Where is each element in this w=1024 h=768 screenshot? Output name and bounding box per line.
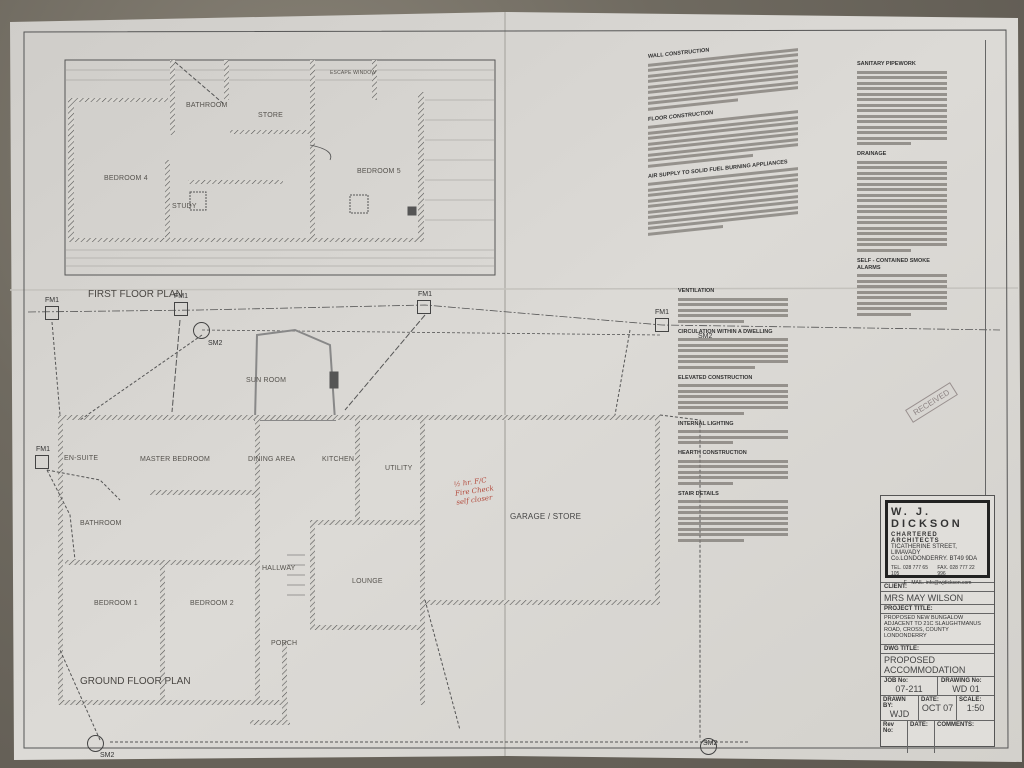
notes-heading: ELEVATED CONSTRUCTION (678, 374, 753, 381)
room-label: DINING AREA (248, 456, 296, 463)
room-label: BATHROOM (80, 520, 122, 527)
sm2-label: SM2 (698, 333, 713, 340)
room-label: EN-SUITE (64, 455, 99, 462)
firm-address: TICATHERINE STREET, (891, 544, 957, 550)
sm2-label: SM2 (703, 740, 718, 747)
date-label: DATE: (921, 697, 939, 703)
fm1-marker (417, 300, 431, 314)
sm2-marker (700, 738, 717, 755)
room-label: HALLWAY (262, 565, 296, 572)
sm2-marker (193, 322, 210, 339)
drawing-value: WD 01 (952, 684, 980, 694)
fm1-label: FM1 (174, 293, 188, 300)
firm-box: W. J. DICKSON CHARTERED ARCHITECTS TICAT… (885, 500, 990, 586)
drawing-label: DRAWING No: (941, 678, 982, 684)
title-block: W. J. DICKSON CHARTERED ARCHITECTS TICAT… (880, 495, 995, 753)
firm-address: Co.LONDONDERRY. BT49 9DA (891, 556, 978, 562)
client-label: CLIENT: (881, 582, 994, 591)
room-label: UTILITY (385, 465, 413, 472)
fm1-marker (45, 306, 59, 320)
project-label: PROJECT TITLE: (881, 604, 994, 613)
room-label: PORCH (271, 640, 298, 647)
notes-heading: VENTILATION (678, 288, 715, 294)
fm1-marker (35, 455, 49, 469)
construction-notes: SANITARY PIPEWORK DRAINAGE SELF - CONTAI… (857, 55, 947, 318)
fm1-label: FM1 (45, 297, 59, 304)
client-value: MRS MAY WILSON (881, 591, 994, 604)
room-label: MASTER BEDROOM (140, 456, 211, 463)
notes-heading: STAIR DETAILS (678, 490, 719, 497)
drawn-value: WJD (889, 709, 910, 719)
dwg-title-label: DWG TITLE: (881, 644, 994, 653)
room-label: GARAGE / STORE (510, 512, 582, 521)
firm-subtitle: CHARTERED ARCHITECTS (891, 532, 940, 544)
firm-address: LIMAVADY (891, 550, 921, 556)
handwritten-note: ½ hr. F/C Fire Check self closer (453, 475, 495, 507)
fm1-label: FM1 (655, 309, 669, 316)
room-label: BEDROOM 2 (190, 600, 234, 607)
notes-heading: DRAINAGE (857, 151, 887, 157)
date-value: OCT 07 (921, 703, 954, 713)
fold-line (9, 287, 1019, 291)
fm1-marker (174, 302, 188, 316)
job-value: 07-211 (895, 684, 923, 694)
notes-heading: SANITARY PIPEWORK (857, 61, 916, 67)
drawn-label: DRAWN BY: (883, 697, 906, 709)
ground-floor-plan (27, 304, 1001, 743)
rev-date-label: DATE: (908, 721, 935, 753)
first-floor-plan (64, 59, 496, 276)
sheet-border (23, 29, 1009, 749)
comments-label: COMMENTS: (937, 722, 974, 728)
ground-floor-plan-title: GROUND FLOOR PLAN (80, 676, 191, 687)
scale-value: 1:50 (966, 703, 985, 713)
job-label: JOB No: (884, 678, 908, 684)
room-label: BEDROOM 1 (94, 600, 138, 607)
notes-heading: SELF - CONTAINED SMOKE ALARMS (857, 257, 930, 271)
firm-email: E - MAIL. info@wjdickson.com (903, 580, 972, 586)
scale-label: SCALE: (959, 697, 982, 703)
fm1-label: FM1 (418, 291, 432, 298)
room-label: STUDY (172, 203, 197, 210)
sm2-label: SM2 (100, 752, 115, 759)
room-label: BATHROOM (186, 102, 228, 109)
project-value: PROPOSED NEW BUNGALOW ADJACENT TO 21C SL… (881, 613, 994, 644)
room-label: BEDROOM 5 (357, 168, 401, 175)
construction-notes: VENTILATION CIRCULATION WITHIN A DWELLIN… (678, 282, 788, 544)
room-label: KITCHEN (322, 456, 355, 463)
firm-name: W. J. DICKSON (891, 506, 963, 530)
room-label: BEDROOM 4 (104, 175, 148, 182)
rev-label: Rev No: (881, 721, 908, 753)
room-label: LOUNGE (352, 578, 383, 585)
firm-fax: FAX. 028 777 22 996 (937, 565, 975, 577)
notes-heading: CIRCULATION WITHIN A DWELLING (678, 328, 773, 335)
notes-heading: INTERNAL LIGHTING (678, 420, 734, 427)
sm2-marker (87, 735, 104, 752)
sm2-label: SM2 (208, 340, 223, 347)
dwg-title-value: PROPOSED ACCOMMODATION (881, 653, 994, 676)
notes-heading: HEARTH CONSTRUCTION (678, 450, 747, 456)
room-label: SUN ROOM (246, 377, 287, 384)
fm1-label: FM1 (36, 446, 50, 453)
first-floor-plan-title: FIRST FLOOR PLAN (88, 289, 183, 300)
room-label: ESCAPE WINDOW (330, 70, 377, 76)
construction-notes: WALL CONSTRUCTION FLOOR CONSTRUCTION AIR… (648, 32, 798, 238)
firm-tel: TEL. 028 777 65 105 (891, 565, 928, 577)
fm1-marker (655, 318, 669, 332)
room-label: STORE (258, 112, 283, 119)
